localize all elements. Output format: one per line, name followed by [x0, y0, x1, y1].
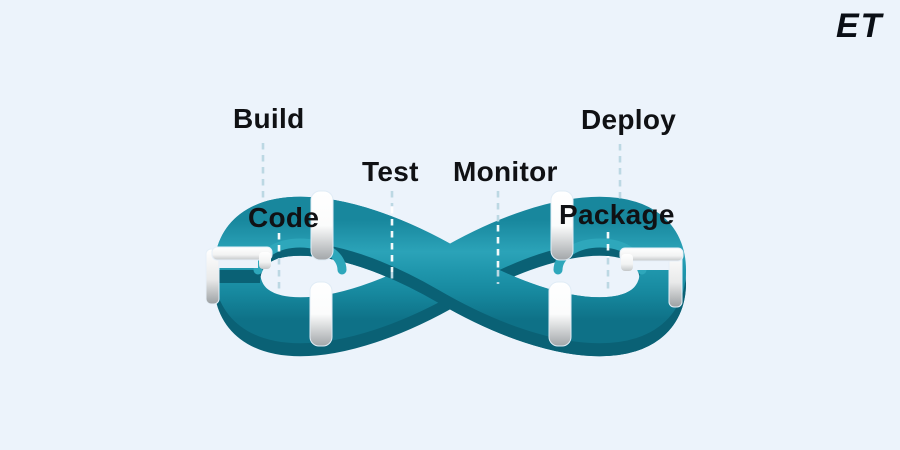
- crossing-strand-top-surface: [214, 196, 686, 344]
- stage-label-code: Code: [248, 202, 320, 233]
- stage-divider-band-right-bottom: [548, 281, 572, 347]
- stage-label-test: Test: [362, 156, 419, 187]
- stage-label-build: Build: [233, 103, 305, 134]
- stage-label-package: Package: [559, 199, 675, 230]
- cap-hook: [621, 254, 633, 271]
- stage-divider-band-left-top: [310, 190, 334, 261]
- stage-label-monitor: Monitor: [453, 156, 558, 187]
- gap-cut: [630, 261, 674, 270]
- brand-logo: ET: [836, 7, 884, 45]
- gap-cut: [214, 259, 258, 268]
- loop-start-cap: [205, 246, 273, 305]
- stage-label-deploy: Deploy: [581, 104, 677, 135]
- stage-divider-band-right-top: [550, 190, 574, 261]
- cap-horizontal-bar: [619, 247, 684, 262]
- cap-hook: [259, 252, 271, 269]
- loop-end-cap: [619, 247, 684, 308]
- cap-horizontal-bar: [211, 246, 273, 261]
- stage-divider-band-left-bottom: [309, 281, 333, 347]
